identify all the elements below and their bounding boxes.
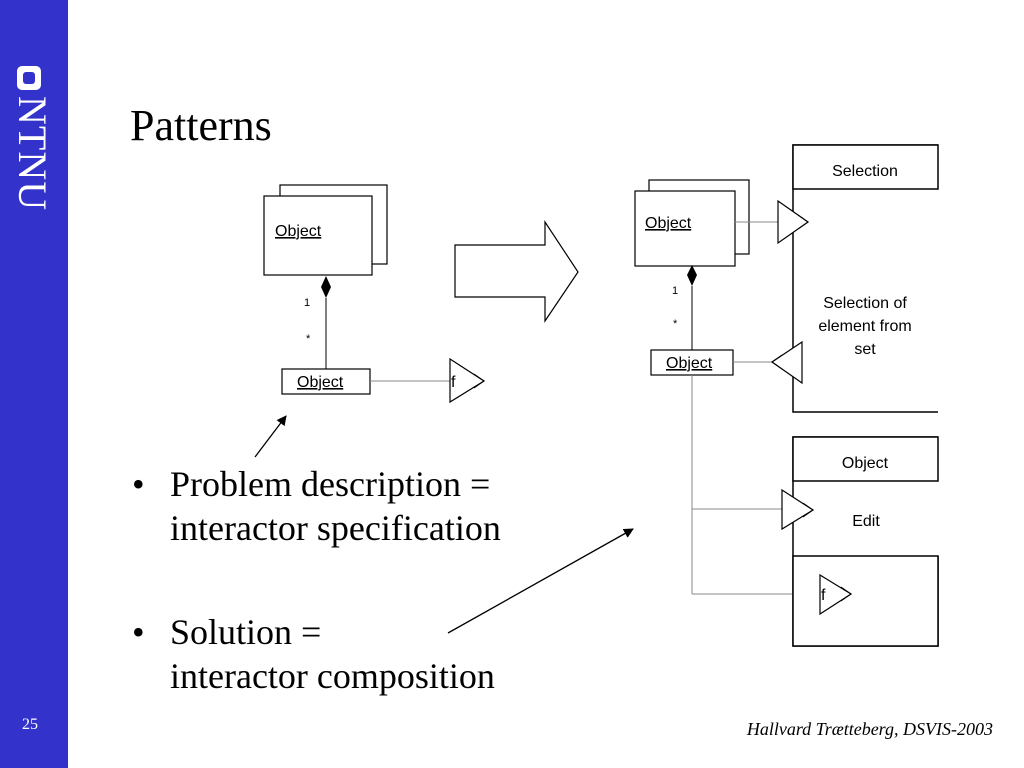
transform-arrow — [454, 220, 579, 323]
page-number: 25 — [22, 716, 38, 733]
edit-input-gate-tip — [802, 502, 814, 518]
bullet-dot-icon: • — [132, 464, 145, 504]
selection-desc-line-2: element from — [818, 318, 911, 335]
left-function-label: f — [451, 374, 456, 391]
selection-desc-line-1: Selection of — [823, 295, 907, 312]
right-function-label: f — [821, 587, 826, 604]
right-function-gate-tip — [840, 586, 852, 602]
bullet-solution-line-2: interactor composition — [170, 656, 495, 696]
selection-input-gate — [777, 199, 810, 245]
bullet-dot-icon: • — [132, 612, 145, 652]
edit-input-gate — [781, 488, 815, 531]
selection-output-gate — [770, 340, 803, 385]
left-function-gate-tip — [473, 373, 485, 389]
bullet-problem-line-1: Problem description = — [170, 464, 491, 504]
right-composition-diamond — [687, 265, 697, 286]
slide-footer: Hallvard Trætteberg, DSVIS-2003 — [746, 719, 993, 739]
selection-desc-line-3: set — [854, 341, 876, 358]
bullet-problem-line-2: interactor specification — [170, 508, 501, 548]
selection-input-gate-tip — [797, 214, 809, 230]
left-composition-diamond — [321, 276, 331, 298]
ntnu-logo-icon — [17, 66, 41, 90]
bullet-solution-line-1: Solution = — [170, 612, 322, 652]
selection-title: Selection — [832, 163, 898, 180]
right-container-interactor — [634, 179, 750, 267]
left-container-interactor — [263, 184, 388, 276]
right-function-gate — [819, 573, 853, 616]
left-element-label: Object — [297, 374, 344, 391]
solution-pointer-arrow — [447, 528, 634, 634]
right-multiplicity-many: * — [673, 318, 678, 330]
left-multiplicity-one: 1 — [304, 297, 310, 309]
problem-pointer-arrow — [254, 415, 287, 458]
edit-label: Edit — [852, 513, 880, 530]
selection-output-gate-tip — [771, 354, 783, 370]
right-multiplicity-one: 1 — [672, 285, 678, 297]
left-container-label: Object — [275, 223, 322, 240]
left-function-gate — [449, 357, 486, 404]
right-element-box — [650, 349, 734, 376]
left-element-box — [281, 368, 371, 395]
right-container-label: Object — [645, 215, 692, 232]
sidebar: NTNU 25 — [0, 0, 68, 768]
selection-interactor — [792, 144, 939, 413]
slide-title: Patterns — [130, 101, 272, 150]
right-element-label: Object — [666, 355, 713, 372]
left-multiplicity-many: * — [306, 333, 311, 345]
object-edit-title: Object — [842, 455, 889, 472]
